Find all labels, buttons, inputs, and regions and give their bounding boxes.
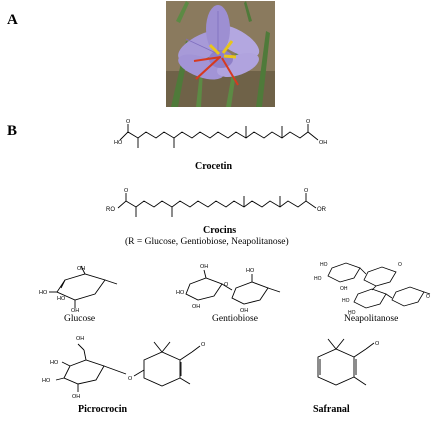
crocins-o-left: O [124,188,129,194]
glucose-ho-left: HO [39,290,48,296]
neapolitanose-ho-4: HO [348,310,356,316]
picrocrocin-oh-bottom: OH [72,394,80,400]
glucose-label: Glucose [64,314,96,324]
gentiobiose-oh-right: OH [240,308,248,314]
picrocrocin-label: Picrocrocin [78,404,128,415]
picrocrocin-ho-1: HO [50,360,59,366]
glucose-structure: OH HO HO OH [39,265,118,314]
neapolitanose-label: Neapolitanose [344,314,399,324]
safranal-label: Safranal [313,404,350,415]
gentiobiose-ho-right: HO [246,268,255,274]
picrocrocin-structure: OH HO HO OH O O [42,336,206,400]
safranal-o: O [375,341,380,347]
picrocrocin-ho-2: HO [42,378,51,384]
crocins-r-note: (R = Glucose, Gentiobiose, Neapolitanose… [125,237,289,247]
gentiobiose-oh-bottom: OH [192,304,200,310]
safranal-structure: O [317,338,380,386]
crocetin-label: Crocetin [195,161,233,172]
glucose-oh-top: OH [77,266,85,272]
gentiobiose-label: Gentiobiose [212,314,258,324]
crocins-ro: RO [106,207,115,213]
crocetin-ho: HO [114,140,123,146]
gentiobiose-oh-top: OH [200,264,208,270]
crocetin-o-right: O [306,119,311,125]
crocetin-o-left: O [126,119,131,125]
neapolitanose-structure: HO HO OH HO HO O O [314,262,431,316]
panel-label-a: A [7,12,18,28]
gentiobiose-ho-left: HO [176,290,185,296]
picrocrocin-o-link: O [128,376,133,382]
gentiobiose-o-link: O [224,282,229,288]
gentiobiose-structure: OH HO OH O HO OH [176,264,281,314]
crocins-or: OR [317,207,327,213]
crocetin-oh: OH [319,140,327,146]
neapolitanose-ho-1: HO [320,262,328,268]
crocins-structure: RO O O OR [106,188,327,217]
picrocrocin-o-aldehyde: O [201,342,206,348]
picrocrocin-oh-top: OH [76,336,84,342]
neapolitanose-o-1: O [398,262,402,268]
neapolitanose-o-2: O [426,294,430,300]
panel-label-b: B [7,123,18,139]
neapolitanose-ho-3: HO [342,298,350,304]
crocins-o-right: O [304,188,309,194]
neapolitanose-oh-1: OH [340,286,348,292]
glucose-oh-bottom: OH [71,308,79,314]
crocins-label: Crocins [203,225,237,236]
glucose-ho-mid: HO [57,296,66,302]
neapolitanose-ho-2: HO [314,276,322,282]
crocetin-structure: HO O O OH [114,119,327,148]
saffron-flower-photo [166,1,275,107]
